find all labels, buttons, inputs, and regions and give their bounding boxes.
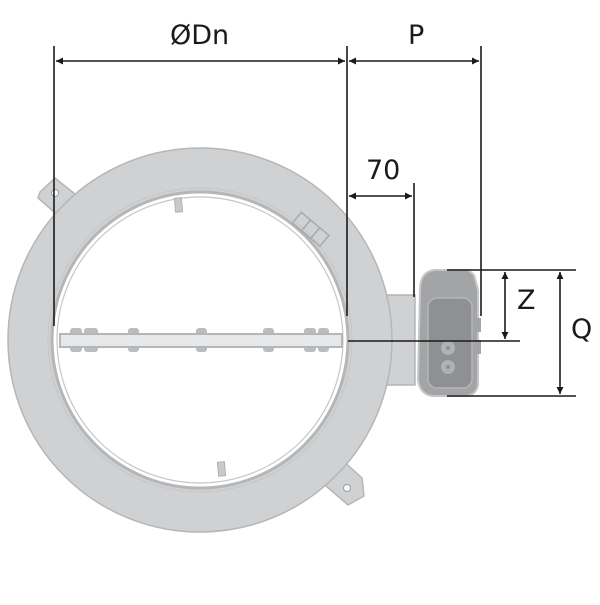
offset-label: 70 (366, 155, 401, 186)
axis-height-label: Z (517, 285, 536, 316)
diameter-label: ØDn (170, 20, 230, 51)
projection-label: P (408, 20, 425, 51)
actuator (416, 269, 481, 397)
label-plate (291, 211, 330, 248)
damper-blade (59, 328, 343, 352)
dimension-lines (53, 46, 576, 397)
actuator-height-label: Q (571, 314, 593, 345)
ring-tab-top (173, 197, 184, 213)
ring-tab-bottom (216, 461, 227, 477)
